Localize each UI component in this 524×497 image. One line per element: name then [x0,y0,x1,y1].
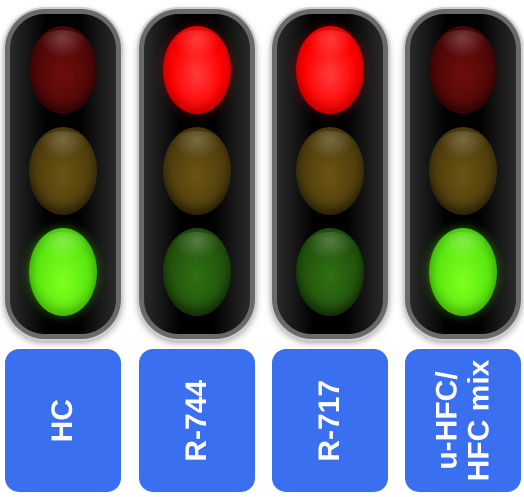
traffic-light-hfc-mix [405,9,521,339]
refrigerant-label: R-717 [313,379,347,462]
label-line: u-HFC/ [430,371,464,470]
label-line: R-744 [180,379,214,462]
label-box-hc: HC [5,349,121,492]
label-line: R-717 [313,379,347,462]
red-lamp [296,26,364,114]
traffic-light-r744 [139,9,255,339]
green-lamp [429,228,497,316]
label-line: HFC mix [462,359,495,482]
refrigerant-label: HC [46,398,80,443]
green-lamp [163,228,231,316]
yellow-lamp [163,127,231,215]
red-lamp [29,26,97,114]
yellow-lamp [296,127,364,215]
label-box-r717: R-717 [272,349,388,492]
green-lamp [296,228,364,316]
traffic-light-r717 [272,9,388,339]
red-lamp [163,26,231,114]
label-box-hfc-mix: u-HFC/ HFC mix [405,349,521,492]
yellow-lamp [429,127,497,215]
refrigerant-label: u-HFC/ HFC mix [430,359,496,482]
yellow-lamp [29,127,97,215]
traffic-light-hc [5,9,121,339]
red-lamp [429,26,497,114]
label-line: HC [46,398,80,443]
green-lamp [29,228,97,316]
label-box-r744: R-744 [139,349,255,492]
refrigerant-label: R-744 [180,379,214,462]
